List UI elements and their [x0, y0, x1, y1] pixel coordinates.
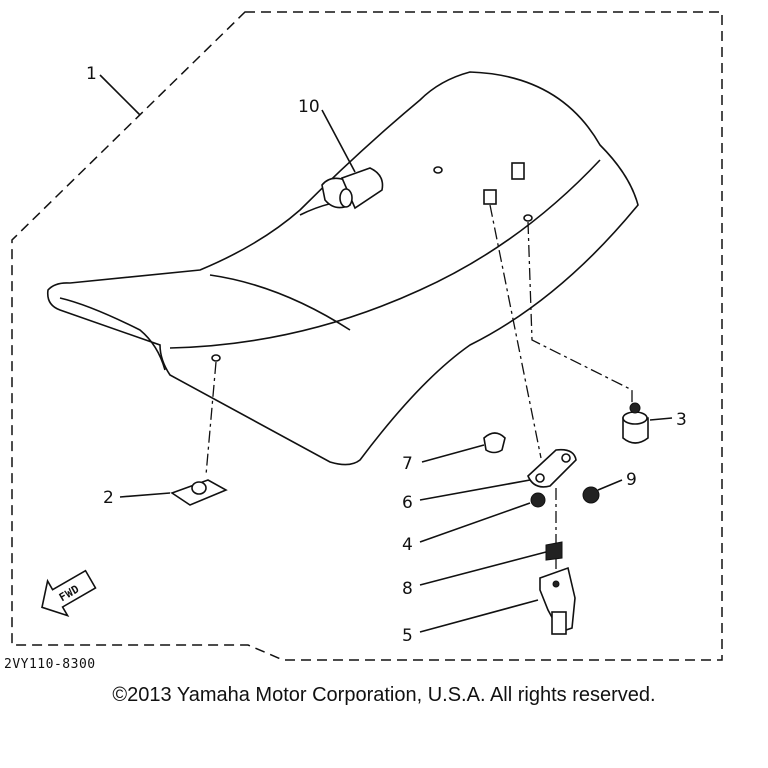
- seat-studs: [211, 162, 533, 362]
- fwd-arrow-icon: FWD: [41, 569, 97, 618]
- callout-5: 5: [402, 626, 413, 646]
- callout-7: 7: [402, 454, 413, 474]
- callout-6: 6: [402, 493, 413, 513]
- part-3-damper: [622, 402, 649, 444]
- callout-4: 4: [402, 535, 413, 555]
- part-5-lock: [539, 566, 576, 635]
- seat-strap: [321, 167, 384, 210]
- callout-8: 8: [402, 579, 413, 599]
- callout-10: 10: [298, 97, 320, 117]
- part-8-spring: [545, 541, 563, 561]
- part-4-washer: [530, 492, 546, 508]
- leader-lines: [99, 74, 673, 633]
- callout-3: 3: [676, 410, 687, 430]
- callout-labels: 1 2 3 4 5 6 7 8 9 10: [86, 64, 687, 646]
- copyright-notice: ©2013 Yamaha Motor Corporation, U.S.A. A…: [112, 684, 656, 706]
- callout-2: 2: [103, 488, 114, 508]
- seat-illustration: [46, 71, 639, 466]
- part-6-bracket: [527, 448, 577, 488]
- part-2-plate: [170, 479, 228, 506]
- assembly-boundary: [11, 11, 723, 661]
- part-9-nut: [582, 486, 600, 504]
- guide-lines: [205, 204, 633, 570]
- callout-9: 9: [626, 470, 637, 490]
- callout-1: 1: [86, 64, 97, 84]
- part-code: 2VY110-8300: [4, 657, 96, 672]
- part-7-grommet: [483, 432, 506, 454]
